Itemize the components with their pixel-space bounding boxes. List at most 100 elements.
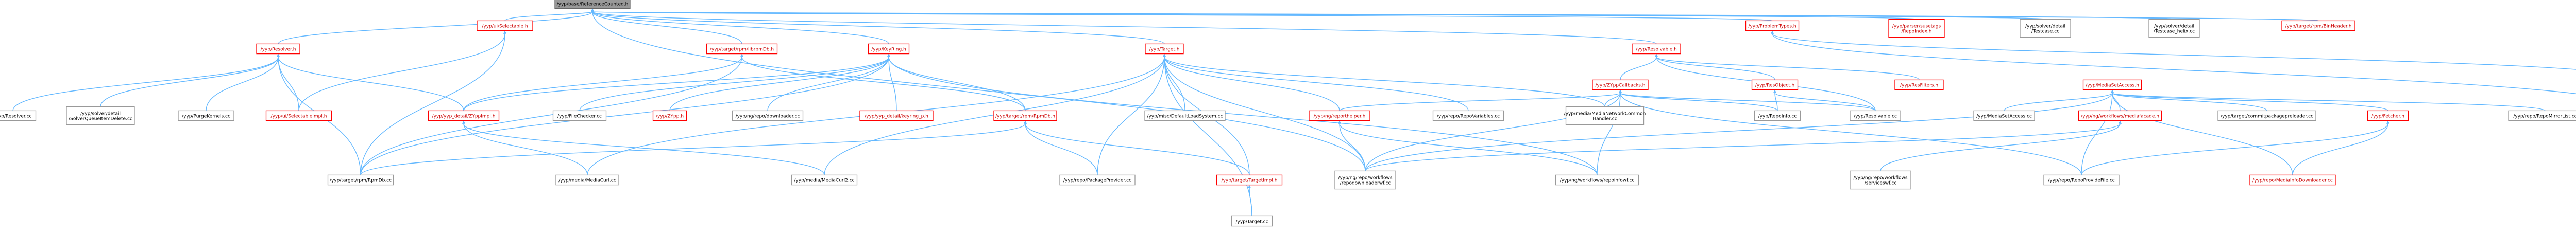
edge-arrowhead <box>1338 120 1341 124</box>
graph-node[interactable]: /yyp/ng/repo/workflows/serviceswf.cc <box>1850 170 1911 190</box>
dependency-edge <box>360 33 505 175</box>
node-label: /Testcase_helix.cc <box>2154 29 2195 34</box>
graph-node[interactable]: /yyp/repo/RepoMirrorList.cc <box>2508 110 2576 121</box>
node-label: /yyp/ng/workflows/mediafacade.h <box>2081 114 2159 119</box>
graph-node[interactable]: /yyp/yyp_detail/ZYppImpl.h <box>428 110 500 121</box>
graph-node[interactable]: /yyp/base/ReferenceCounted.h <box>554 0 631 9</box>
graph-node[interactable]: /yyp/Target.h <box>1145 43 1184 55</box>
node-box <box>2043 174 2120 186</box>
graph-node[interactable]: /yyp/target/TargetImpl.h <box>1216 174 1283 186</box>
graph-node[interactable]: /yyp/Resolver.cc <box>0 110 37 121</box>
graph-node[interactable]: /yyp/ui/SelectableImpl.h <box>265 110 332 121</box>
graph-node[interactable]: /yyp/ui/Selectable.h <box>477 20 533 31</box>
dependency-edge <box>1164 57 1605 107</box>
graph-node[interactable]: /yyp/Resolvable.cc <box>1850 110 1901 121</box>
node-label: /yyp/repo/RepoMirrorList.cc <box>2513 114 2576 119</box>
graph-node[interactable]: /yyp/ng/workflows/mediafacade.h <box>2078 110 2162 121</box>
graph-node[interactable]: /yyp/Resolver.h <box>256 43 300 55</box>
graph-node[interactable]: /yyp/solver/detail/Testcase.cc <box>2020 19 2071 38</box>
graph-node[interactable]: /yyp/repo/MediaInfoDownloader.cc <box>2249 174 2336 186</box>
graph-node[interactable]: /yyp/repo/RepoProvideFile.cc <box>2043 174 2120 186</box>
dependency-edge <box>298 33 505 111</box>
graph-node[interactable]: /yyp/RepoInfo.cc <box>1754 110 1801 121</box>
dependency-edge <box>1880 123 2121 171</box>
graph-node[interactable]: /yyp/misc/DefaultLoadSystem.cc <box>1144 110 1226 121</box>
graph-node[interactable]: /yyp/KeyRing.h <box>868 43 910 55</box>
dependency-edge <box>1597 93 1621 175</box>
node-box <box>2508 110 2576 121</box>
node-label: /yyp/ng/repo/downloader.cc <box>736 114 800 119</box>
graph-node[interactable]: /yyp/Target.cc <box>1231 215 1273 227</box>
graph-node[interactable]: /yyp/target/rpm/BinHeader.h <box>2281 20 2355 31</box>
edge-arrowhead <box>740 53 743 57</box>
node-label: /yyp/ResObject.h <box>1755 83 1794 88</box>
graph-node[interactable]: /yyp/parser/susetags/RepoIndex.h <box>1888 19 1945 38</box>
node-box <box>1059 174 1136 186</box>
node-box <box>859 110 934 121</box>
dependency-edge <box>1164 57 1252 216</box>
graph-node[interactable]: /yyp/media/MediaCurl.cc <box>555 174 619 186</box>
node-box <box>1592 79 1649 90</box>
node-box <box>0 110 37 121</box>
node-label: /yyp/ui/SelectableImpl.h <box>271 114 327 119</box>
node-box <box>178 110 234 121</box>
graph-node[interactable]: /yyp/ng/reporthelper.h <box>1309 110 1370 121</box>
node-label: /yyp/Target.h <box>1149 47 1180 52</box>
graph-node[interactable]: /yyp/MediaSetAccess.cc <box>1973 110 2035 121</box>
graph-node[interactable]: /yyp/ResFilters.h <box>1894 79 1944 90</box>
dependency-edge <box>2112 92 2546 112</box>
dependency-edge <box>1339 123 1366 171</box>
graph-node[interactable]: /yyp/ng/workflows/repoinfowf.cc <box>1555 174 1639 186</box>
dependency-edge <box>1772 33 2576 70</box>
graph-node[interactable]: /yyp/repo/RepoVariables.cc <box>1432 110 1504 121</box>
graph-node[interactable]: /yyp/ng/repo/downloader.cc <box>732 110 804 121</box>
graph-node[interactable]: /yyp/target/rpm/librpmDb.h <box>706 43 778 55</box>
node-box <box>428 110 500 121</box>
graph-node[interactable]: /yyp/Fetcher.h <box>2367 110 2409 121</box>
node-label: /yyp/repo/RepoProvideFile.cc <box>2048 178 2115 184</box>
dependency-edge <box>2112 92 2267 112</box>
graph-node[interactable]: /yyp/media/MediaCurl2.cc <box>791 174 858 186</box>
node-box <box>2281 20 2355 31</box>
graph-node[interactable]: /yyp/ZYppCallbacks.h <box>1592 79 1649 90</box>
node-box <box>1565 106 1645 125</box>
dependency-edge <box>1097 57 1165 175</box>
node-label: /yyp/misc/DefaultLoadSystem.cc <box>1147 114 1223 119</box>
node-label: /yyp/RepoInfo.cc <box>1758 114 1797 119</box>
graph-node[interactable]: /yyp/target/commitpackagepreloader.cc <box>2217 110 2316 121</box>
node-box <box>1555 174 1639 186</box>
node-box <box>1745 20 1800 31</box>
graph-node[interactable]: /yyp/PurgeKernels.cc <box>178 110 234 121</box>
graph-node[interactable]: /yyp/MediaSetAccess.h <box>2082 79 2142 90</box>
node-box <box>265 110 332 121</box>
graph-node[interactable]: /yyp/ng/repo/workflows/repodownloaderwf.… <box>1334 170 1396 190</box>
node-label: /RepoIndex.h <box>1902 29 1932 34</box>
node-box <box>2148 19 2200 38</box>
graph-node[interactable]: /yyp/FileChecker.cc <box>552 110 607 121</box>
edge-arrowhead <box>887 53 890 57</box>
edge-arrowhead <box>591 8 594 12</box>
node-label: /yyp/Fetcher.h <box>2371 114 2404 119</box>
graph-node[interactable]: /yyp/Resolvable.h <box>1632 43 1681 55</box>
graph-node[interactable]: /yyp/yyp_detail/keyring_p.h <box>859 110 934 121</box>
dependency-edge <box>100 57 279 107</box>
dependency-edge <box>2081 123 2388 175</box>
graph-node[interactable]: /yyp/target/rpm/RpmDb.h <box>993 110 1057 121</box>
dependency-edge <box>360 123 1026 175</box>
graph-node[interactable]: /yyp/solver/detail/SolverQueueItemDelete… <box>66 106 135 125</box>
node-box <box>1231 215 1273 227</box>
graph-node[interactable]: /yyp/repo/PackageProvider.cc <box>1059 174 1136 186</box>
node-label: /yyp/FileChecker.cc <box>557 114 602 119</box>
graph-node[interactable]: /yyp/solver/detail/Testcase_helix.cc <box>2148 19 2200 38</box>
dependency-edge <box>1365 123 2121 171</box>
dependency-edge <box>1339 123 1598 175</box>
graph-node[interactable]: /yyp/ZYpp.h <box>652 110 687 121</box>
graph-node[interactable]: /yyp/target/rpm/RpmDb.cc <box>327 174 394 186</box>
graph-node[interactable]: /yyp/ResObject.h <box>1751 79 1799 90</box>
edge-arrowhead <box>1771 30 1774 34</box>
dependency-edge <box>360 57 889 175</box>
node-label: /yyp/target/rpm/RpmDb.cc <box>330 178 392 184</box>
graph-node[interactable]: /yyp/ProblemTypes.h <box>1745 20 1800 31</box>
node-box <box>2249 174 2336 186</box>
